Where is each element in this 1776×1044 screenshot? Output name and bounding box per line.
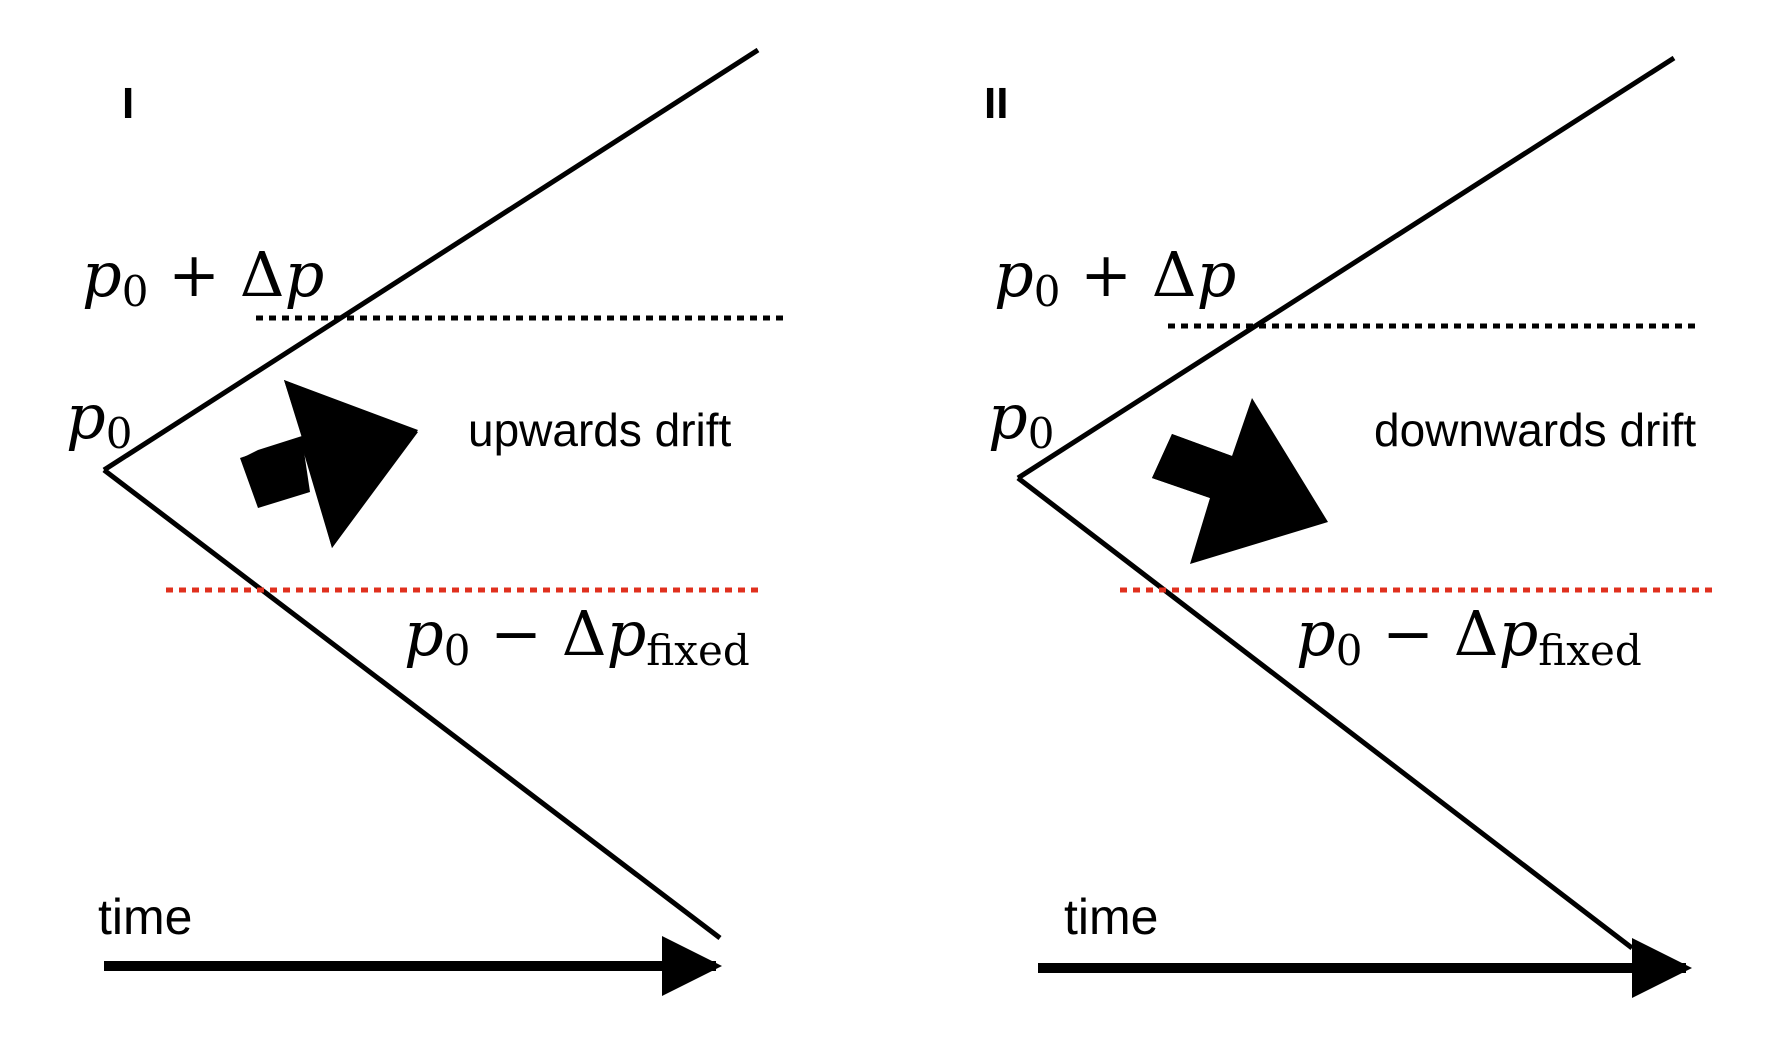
panel-1-upper-threshold-label: p0 + Δp — [82, 238, 324, 316]
panel-1-lower-threshold-label: p0 − Δpfixed — [404, 597, 750, 675]
panel-2-lower-path-line — [1016, 476, 1634, 950]
panel-1-drift-arrow-shape — [240, 380, 418, 548]
panel-1-lower-path-line — [102, 468, 722, 940]
panel-2-time-label: time — [1064, 889, 1158, 945]
panel-2-drift-text: downwards drift — [1374, 404, 1696, 456]
panel-2-drift-arrow-tail — [1152, 434, 1232, 498]
panel-1-time-label: time — [98, 889, 192, 945]
panel-1-drift-text: upwards drift — [468, 404, 732, 456]
panel-2-lower-threshold-label: p0 − Δpfixed — [1296, 597, 1642, 675]
panel-1-start-label: p0 — [66, 380, 132, 458]
panel-2-upper-path-line — [1016, 55, 1676, 481]
panel-2-drift-arrow — [1152, 398, 1328, 564]
panel-1: I p0 + Δp p0 p0 − Δpfixed upwards drift … — [66, 47, 786, 996]
panel-1-drift-arrow-tail — [240, 438, 310, 508]
panel-1-label: I — [122, 79, 134, 128]
panel-2-start-label: p0 — [988, 380, 1054, 458]
panel-2-label: II — [984, 79, 1008, 128]
panel-2-upper-threshold-label: p0 + Δp — [994, 238, 1236, 316]
panel-1-upper-path-line — [102, 47, 760, 473]
panel-2: II p0 + Δp p0 p0 − Δpfixed downwards dri… — [984, 55, 1714, 998]
